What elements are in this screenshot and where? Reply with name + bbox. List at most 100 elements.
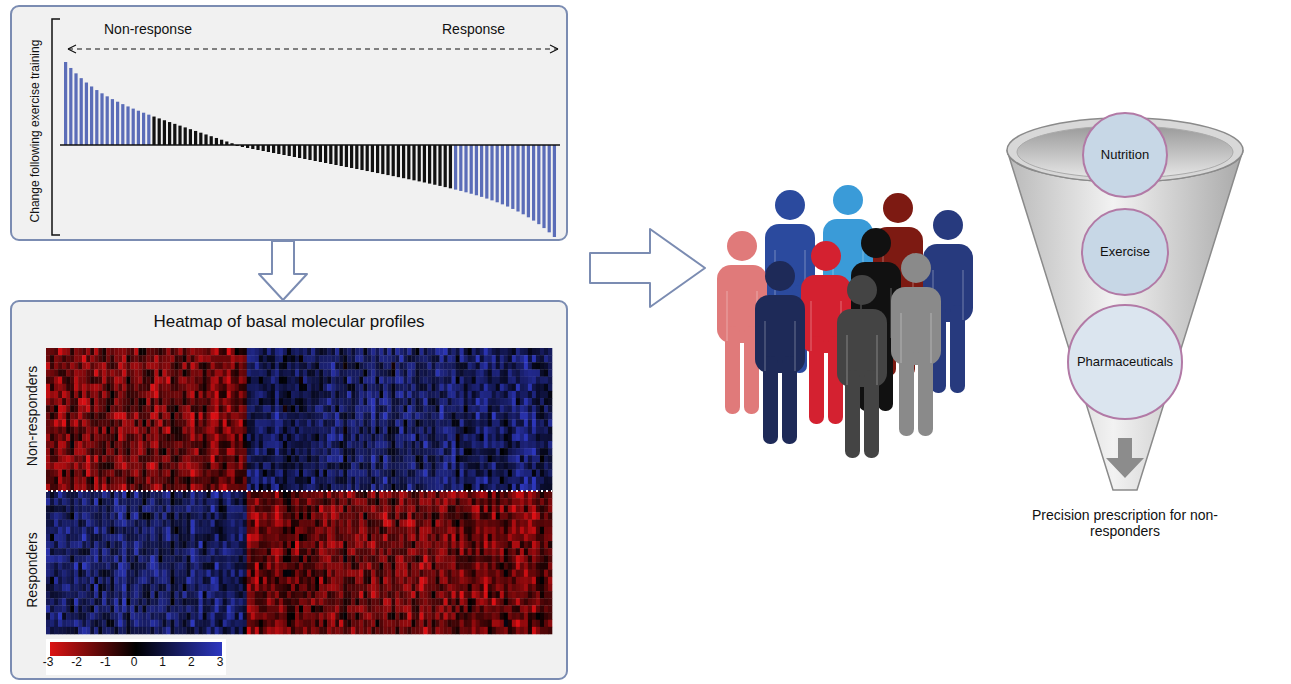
heatmap-cell [187, 355, 191, 362]
heatmap-cell [367, 377, 371, 384]
heatmap-cell [195, 412, 199, 419]
heatmap-cell [235, 398, 239, 405]
heatmap-cell [419, 412, 423, 419]
heatmap-cell [323, 434, 327, 441]
heatmap-cell [327, 362, 331, 369]
heatmap-cell [496, 441, 500, 448]
heatmap-cell [231, 362, 235, 369]
bar [178, 126, 181, 145]
bar [407, 145, 410, 179]
heatmap-cell [520, 369, 524, 376]
heatmap-cell [134, 412, 138, 419]
heatmap-cell [327, 377, 331, 384]
heatmap-cell [46, 448, 50, 455]
heatmap-cell [187, 377, 191, 384]
heatmap-cell [219, 448, 223, 455]
heatmap-cell [315, 434, 319, 441]
heatmap-cell [540, 384, 544, 391]
heatmap-cell [195, 420, 199, 427]
heatmap-cell [235, 391, 239, 398]
heatmap-cell [203, 405, 207, 412]
heatmap-cell [335, 369, 339, 376]
heatmap-cell [175, 448, 179, 455]
heatmap-cell [203, 377, 207, 384]
heatmap-cell [191, 427, 195, 434]
heatmap-cell [114, 448, 118, 455]
heatmap-cell [307, 412, 311, 419]
heatmap-cell [279, 427, 283, 434]
heatmap-cell [271, 412, 275, 419]
heatmap-cell [452, 427, 456, 434]
heatmap-cell [122, 427, 126, 434]
heatmap-cell [419, 427, 423, 434]
heatmap-cell [311, 420, 315, 427]
heatmap-cell [207, 448, 211, 455]
heatmap-cell [528, 405, 532, 412]
heatmap-cell [126, 391, 130, 398]
node-text: Response [442, 21, 505, 37]
heatmap-cell [492, 377, 496, 384]
heatmap-cell [106, 355, 110, 362]
heatmap-cell [203, 391, 207, 398]
heatmap-cell [199, 355, 203, 362]
heatmap-cell [227, 441, 231, 448]
heatmap-cell [106, 391, 110, 398]
bar [423, 145, 426, 182]
heatmap-cell [536, 384, 540, 391]
heatmap-cell [199, 405, 203, 412]
heatmap-cell [70, 441, 74, 448]
heatmap-cell [54, 398, 58, 405]
bar [366, 145, 369, 171]
heatmap-cell [307, 434, 311, 441]
heatmap-cell [251, 412, 255, 419]
heatmap-cell [162, 348, 166, 355]
heatmap-cell [58, 434, 62, 441]
heatmap-cell [46, 384, 50, 391]
heatmap-cell [440, 405, 444, 412]
bar [204, 134, 207, 145]
heatmap-cell [162, 420, 166, 427]
heatmap-cell [207, 391, 211, 398]
heatmap-cell [383, 405, 387, 412]
heatmap-cell [347, 369, 351, 376]
heatmap-cell [504, 355, 508, 362]
heatmap-cell [540, 420, 544, 427]
heatmap-cell [536, 441, 540, 448]
heatmap-cell [150, 434, 154, 441]
heatmap-cell [383, 398, 387, 405]
heatmap-cell [255, 384, 259, 391]
heatmap-cell [415, 369, 419, 376]
heatmap-cell [162, 355, 166, 362]
heatmap-cell [183, 441, 187, 448]
heatmap-cell [379, 434, 383, 441]
heatmap-cell [275, 391, 279, 398]
heatmap-cell [251, 355, 255, 362]
heatmap-cell [448, 441, 452, 448]
heatmap-cell [488, 398, 492, 405]
heatmap-cell [395, 427, 399, 434]
heatmap-cell [464, 355, 468, 362]
heatmap-cell [363, 377, 367, 384]
heatmap-cell [291, 427, 295, 434]
heatmap-cell [371, 391, 375, 398]
heatmap-cell [367, 369, 371, 376]
heatmap-cell [227, 391, 231, 398]
heatmap-cell [138, 369, 142, 376]
heatmap-cell [283, 391, 287, 398]
heatmap-cell [90, 348, 94, 355]
heatmap-cell [403, 348, 407, 355]
heatmap-cell [134, 434, 138, 441]
heatmap-cell [219, 405, 223, 412]
heatmap-cell [90, 398, 94, 405]
heatmap-cell [154, 420, 158, 427]
heatmap-cell [162, 405, 166, 412]
heatmap-cell [387, 377, 391, 384]
heatmap-cell [263, 391, 267, 398]
heatmap-cell [70, 405, 74, 412]
heatmap-cell [191, 369, 195, 376]
heatmap-cell [544, 391, 548, 398]
heatmap-cell [126, 384, 130, 391]
heatmap-cell [94, 427, 98, 434]
heatmap-cell [476, 405, 480, 412]
heatmap-cell [142, 448, 146, 455]
